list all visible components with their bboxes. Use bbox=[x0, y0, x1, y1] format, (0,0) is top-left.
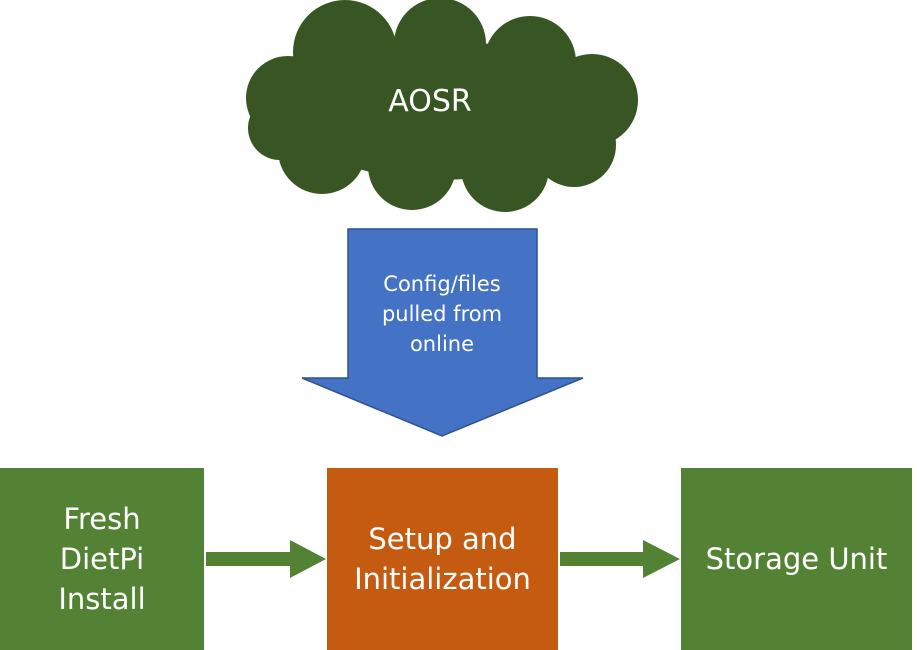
down-block-arrow-icon bbox=[301, 228, 584, 437]
fresh-install-label: Fresh DietPi Install bbox=[58, 502, 146, 616]
fresh-install-box bbox=[0, 468, 204, 650]
cloud-label: AOSR bbox=[388, 83, 472, 119]
right-block-arrow-icon bbox=[206, 540, 326, 578]
right-block-arrow-icon bbox=[560, 540, 680, 578]
setup-label: Setup and Initialization bbox=[354, 522, 531, 596]
setup-box bbox=[327, 468, 558, 650]
storage-box bbox=[681, 468, 912, 650]
cloud-shape bbox=[246, 0, 638, 212]
storage-label: Storage Unit bbox=[705, 542, 888, 576]
download-arrow-label: Config/files pulled from online bbox=[381, 272, 503, 356]
